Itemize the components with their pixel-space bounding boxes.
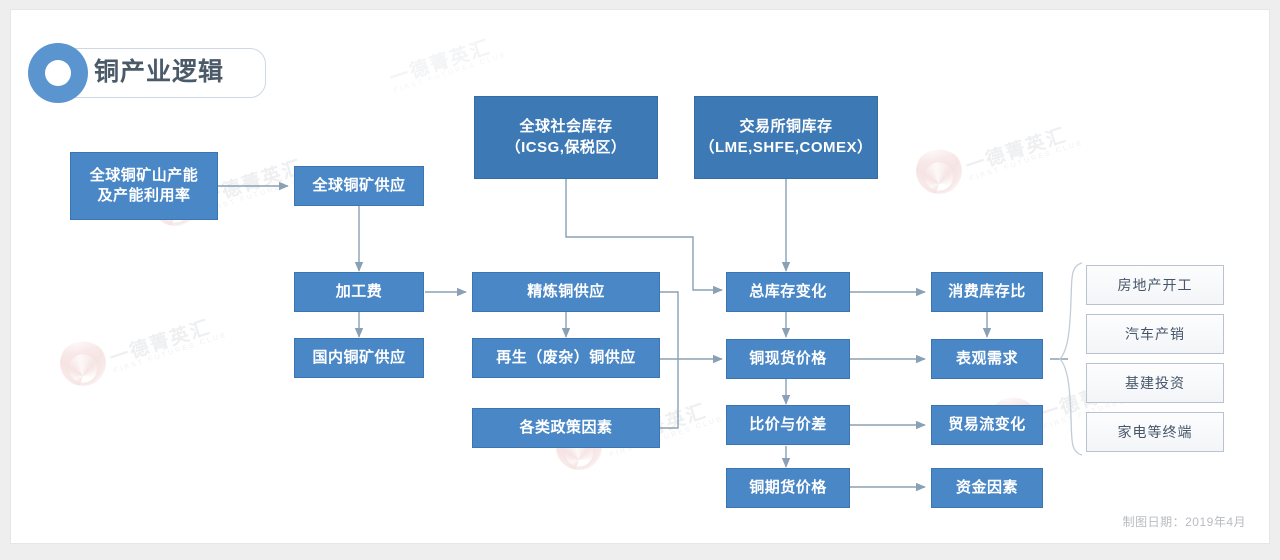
node-global-mine-supply[interactable]: 全球铜矿供应: [294, 166, 424, 206]
node-scrap-supply[interactable]: 再生（废杂）铜供应: [472, 338, 660, 378]
node-apparent-demand[interactable]: 表观需求: [931, 339, 1043, 379]
node-exchange-stock-line1: 交易所铜库存: [739, 118, 833, 136]
donut-ring-icon: [28, 43, 88, 103]
end-use-brace-icon: [1059, 262, 1083, 456]
node-futures-price[interactable]: 铜期货价格: [726, 468, 850, 508]
node-policy-factors[interactable]: 各类政策因素: [472, 408, 660, 448]
node-spot-price[interactable]: 铜现货价格: [726, 339, 850, 379]
node-end-use-real-estate[interactable]: 房地产开工: [1086, 265, 1224, 305]
node-domestic-mine-supply[interactable]: 国内铜矿供应: [294, 338, 424, 378]
node-exchange-stock[interactable]: 交易所铜库存 （LME,SHFE,COMEX）: [694, 96, 878, 179]
title-plate: [64, 48, 266, 98]
node-price-ratio-spread[interactable]: 比价与价差: [726, 405, 850, 445]
node-trade-flow-change[interactable]: 贸易流变化: [931, 405, 1043, 445]
node-end-use-auto[interactable]: 汽车产销: [1086, 314, 1224, 354]
node-processing-fee[interactable]: 加工费: [294, 272, 424, 312]
node-global-social-stock-line2: （ICSG,保税区）: [505, 138, 627, 156]
node-mine-capacity-line2: 及产能利用率: [97, 187, 191, 204]
chart-date-label: 制图日期：2019年4月: [1122, 515, 1246, 529]
node-global-social-stock[interactable]: 全球社会库存 （ICSG,保税区）: [474, 96, 658, 179]
node-refined-supply[interactable]: 精炼铜供应: [472, 272, 660, 312]
node-mine-capacity[interactable]: 全球铜矿山产能 及产能利用率: [70, 152, 218, 220]
node-mine-capacity-line1: 全球铜矿山产能: [89, 166, 199, 184]
node-end-use-infrastructure[interactable]: 基建投资: [1086, 363, 1224, 403]
node-stock-consumption-ratio[interactable]: 消费库存比: [931, 272, 1043, 312]
node-capital-factors[interactable]: 资金因素: [931, 468, 1043, 508]
page-title: 铜产业逻辑: [94, 58, 225, 86]
node-global-social-stock-line1: 全球社会库存: [519, 118, 613, 136]
node-end-use-appliances[interactable]: 家电等终端: [1086, 412, 1224, 452]
node-total-stock-change[interactable]: 总库存变化: [726, 272, 850, 312]
node-exchange-stock-line2: （LME,SHFE,COMEX）: [699, 138, 873, 156]
